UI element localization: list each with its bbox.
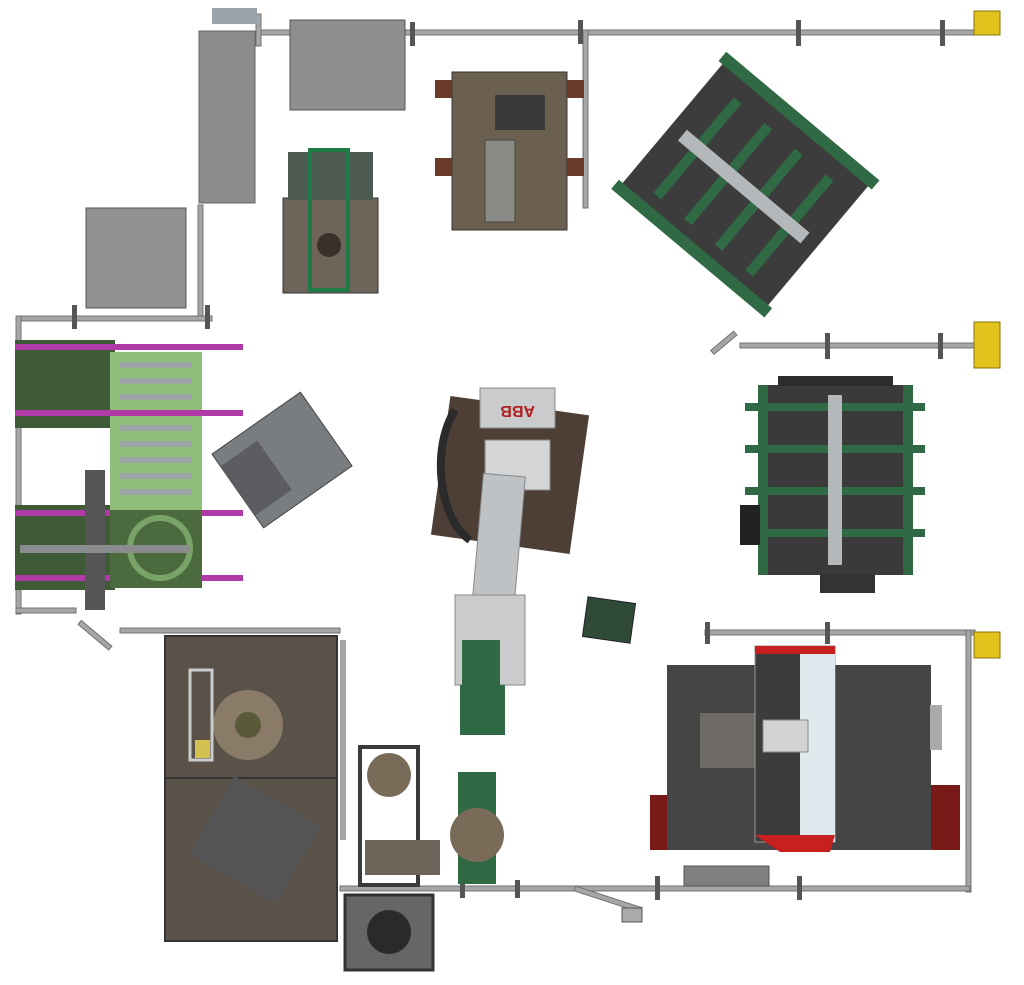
linear-axis-table — [435, 71, 584, 231]
infeed-conveyor-station — [15, 340, 243, 610]
cnc-machine — [650, 645, 960, 852]
valve-manifold — [212, 8, 257, 24]
roller-conveyor — [740, 376, 925, 593]
robot-logo: ABB — [500, 402, 535, 419]
press-machine — [282, 148, 379, 294]
storage-cabinet — [289, 19, 406, 111]
fixture-frame — [343, 893, 435, 972]
rail-end-bracket — [621, 907, 643, 923]
storage-cabinet — [85, 207, 187, 309]
tooling-frame — [358, 745, 440, 887]
light-curtain-sensor — [973, 321, 1001, 369]
assembly-machine — [164, 635, 346, 942]
gripper-tool-stand — [211, 391, 353, 529]
light-curtain-sensor — [973, 631, 1001, 659]
roller-conveyor-rotated — [611, 51, 880, 318]
control-panel — [683, 865, 770, 887]
fixture-plate — [581, 596, 637, 644]
light-curtain-sensor — [973, 10, 1001, 36]
industrial-robot: ABB — [430, 387, 590, 735]
turntable-stand — [450, 772, 504, 884]
storage-panel — [198, 30, 256, 204]
